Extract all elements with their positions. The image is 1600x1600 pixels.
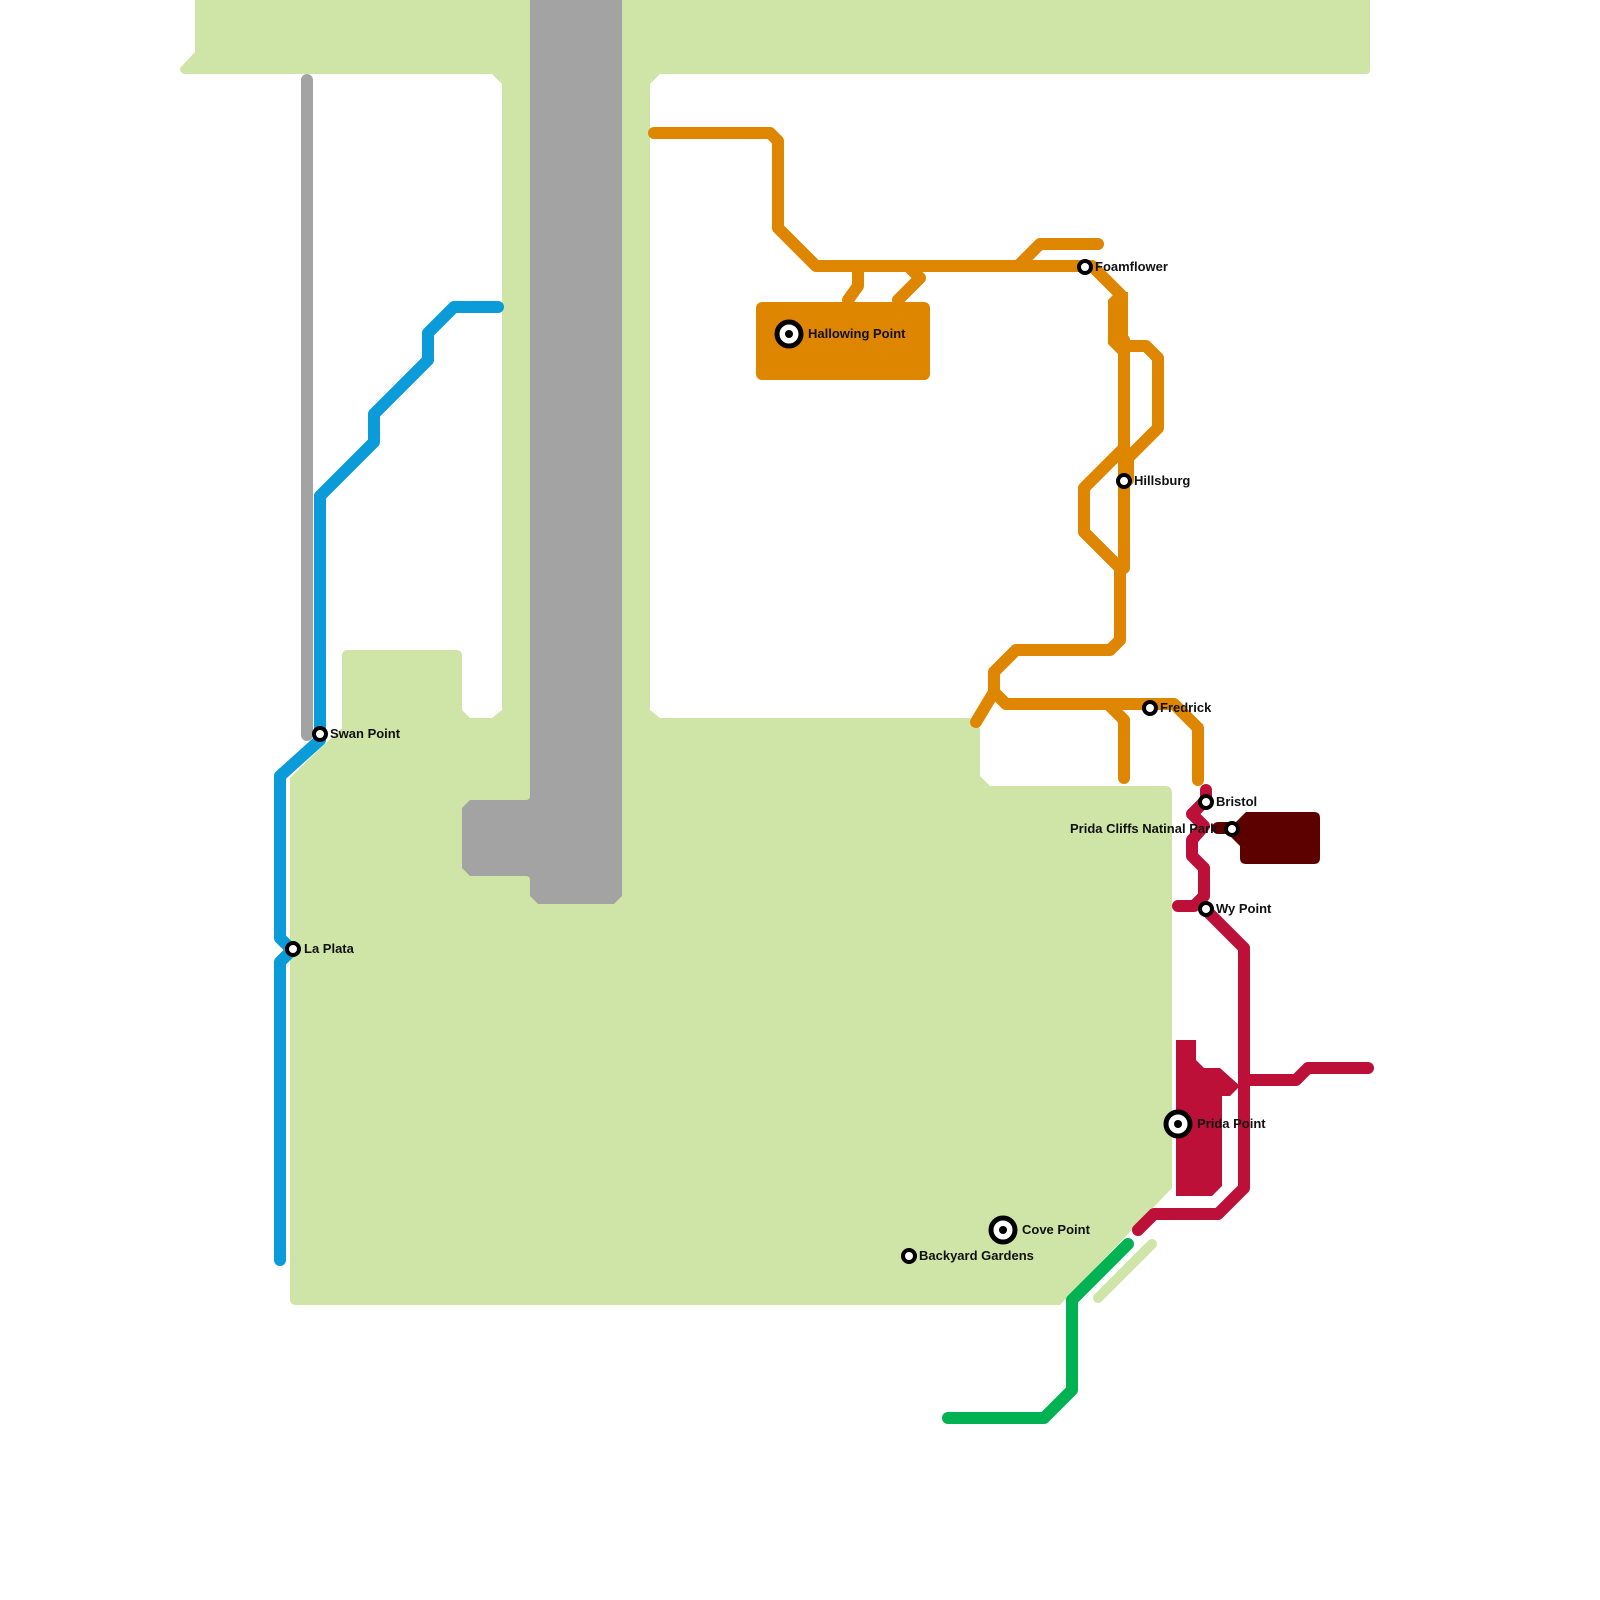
station-prida-point[interactable]: Prida Point [1163, 1109, 1266, 1139]
orange-line-foamflower-bulge [1108, 292, 1128, 354]
station-label: Hillsburg [1134, 473, 1190, 488]
station-label: Foamflower [1095, 259, 1168, 274]
station-bristol[interactable]: Bristol [1198, 794, 1257, 810]
highway-main [462, 0, 622, 904]
orange-line-fredrick-spur [1102, 698, 1130, 784]
hallowing-point-area [756, 302, 930, 380]
stations-layer: Hallowing Point Foamflower Hillsburg Fre… [285, 259, 1272, 1264]
station-label: Swan Point [330, 726, 401, 741]
station-backyard-gardens[interactable]: Backyard Gardens [901, 1248, 1034, 1264]
station-wy-point[interactable]: Wy Point [1198, 901, 1272, 917]
station-prida-cliffs-national-park[interactable]: Prida Cliffs Natinal Park [1070, 821, 1240, 837]
station-label: Wy Point [1216, 901, 1272, 916]
orange-line-west-branch [648, 127, 1164, 486]
station-fredrick[interactable]: Fredrick [1142, 700, 1212, 716]
station-swan-point[interactable]: Swan Point [312, 726, 401, 742]
prida-point-area [1176, 1040, 1240, 1196]
station-hillsburg[interactable]: Hillsburg [1116, 473, 1190, 489]
green-line [942, 1238, 1134, 1424]
prida-cliffs-park [1212, 812, 1320, 864]
red-line-south [1132, 904, 1374, 1236]
station-label: Bristol [1216, 794, 1257, 809]
station-la-plata[interactable]: La Plata [285, 941, 355, 957]
station-label: Fredrick [1160, 700, 1212, 715]
station-label: Prida Point [1197, 1116, 1266, 1131]
park-area [1226, 812, 1320, 864]
station-label: La Plata [304, 941, 355, 956]
land-strip [1093, 1239, 1157, 1303]
red-line-north [1172, 784, 1212, 912]
orange-line [648, 127, 1204, 786]
station-label: Prida Cliffs Natinal Park [1070, 821, 1218, 836]
orange-line-hallowing-connectors [842, 260, 926, 306]
station-label: Backyard Gardens [919, 1248, 1034, 1263]
orange-line-sw-tip [970, 686, 1000, 728]
station-label: Hallowing Point [808, 326, 906, 341]
station-cove-point[interactable]: Cove Point [988, 1215, 1091, 1245]
station-label: Cove Point [1022, 1222, 1091, 1237]
land-top-band [180, 0, 1370, 1305]
station-hallowing-point[interactable]: Hallowing Point [774, 319, 906, 349]
red-line [1132, 784, 1374, 1236]
highway-layer [301, 0, 622, 904]
land-layer [180, 0, 1370, 1305]
station-foamflower[interactable]: Foamflower [1077, 259, 1168, 275]
orange-line-spur-top [1012, 238, 1104, 272]
